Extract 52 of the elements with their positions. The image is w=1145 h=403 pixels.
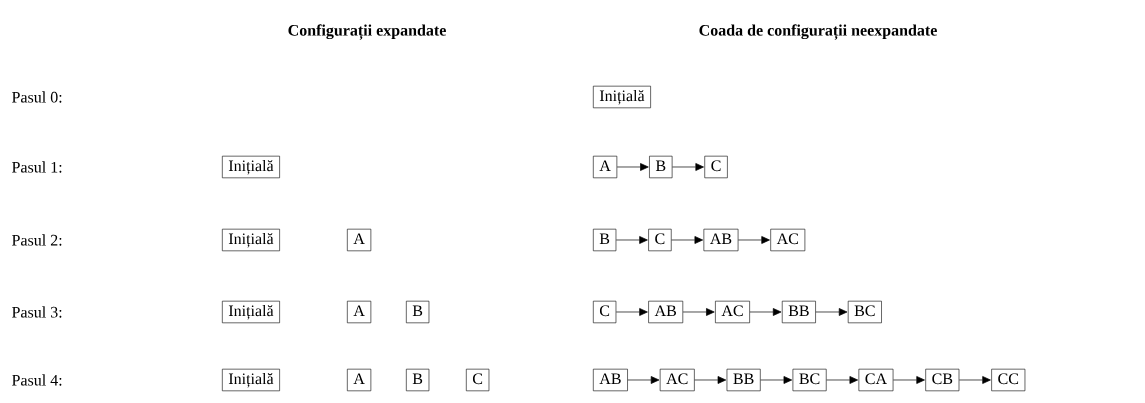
step-label: Pasul 0: (12, 91, 62, 103)
arrow (627, 376, 660, 384)
configuration-box: Inițială (222, 228, 280, 252)
configuration-box: Inițială (222, 155, 280, 179)
queue-box: A (593, 155, 618, 179)
configuration-box: A (347, 300, 372, 324)
arrow (760, 376, 793, 384)
arrow (616, 163, 649, 171)
arrow (694, 376, 727, 384)
arrow (682, 308, 715, 316)
arrow (893, 376, 925, 384)
queue-box: AB (703, 228, 739, 252)
queue-box: BB (726, 368, 761, 392)
queue-box: AB (593, 368, 628, 392)
configuration-box: Inițială (222, 368, 280, 392)
step-label: Pasul 1: (12, 161, 62, 173)
step-label: Pasul 4: (12, 374, 62, 386)
arrow (615, 236, 648, 244)
column-heading: Configurații expandate (288, 24, 446, 40)
queue-box: AC (770, 228, 806, 252)
queue-box: AC (715, 300, 750, 324)
configuration-box: B (406, 368, 430, 392)
queue-box: AB (648, 300, 684, 324)
configuration-box: A (347, 228, 372, 252)
arrow (815, 308, 848, 316)
queue-box: B (593, 228, 617, 252)
queue-box: CB (925, 368, 960, 392)
arrow (738, 236, 770, 244)
arrow (672, 163, 704, 171)
arrow (749, 308, 782, 316)
queue-box: AC (659, 368, 695, 392)
configuration-box: C (466, 368, 490, 392)
step-label: Pasul 2: (12, 234, 62, 246)
queue-box: CA (858, 368, 894, 392)
column-heading: Coada de configurații neexpandate (699, 24, 937, 40)
queue-box: Inițială (593, 85, 651, 109)
queue-box: BB (781, 300, 816, 324)
queue-box: C (593, 300, 617, 324)
configuration-box: Inițială (222, 300, 280, 324)
queue-box: B (649, 155, 673, 179)
configuration-box: A (347, 368, 372, 392)
configuration-box: B (406, 300, 430, 324)
queue-box: C (648, 228, 672, 252)
step-label: Pasul 3: (12, 306, 62, 318)
queue-box: BC (792, 368, 827, 392)
queue-box: C (704, 155, 728, 179)
arrow (671, 236, 704, 244)
queue-box: CC (991, 368, 1026, 392)
queue-box: BC (847, 300, 882, 324)
arrow (615, 308, 648, 316)
arrow (826, 376, 859, 384)
arrow (958, 376, 991, 384)
